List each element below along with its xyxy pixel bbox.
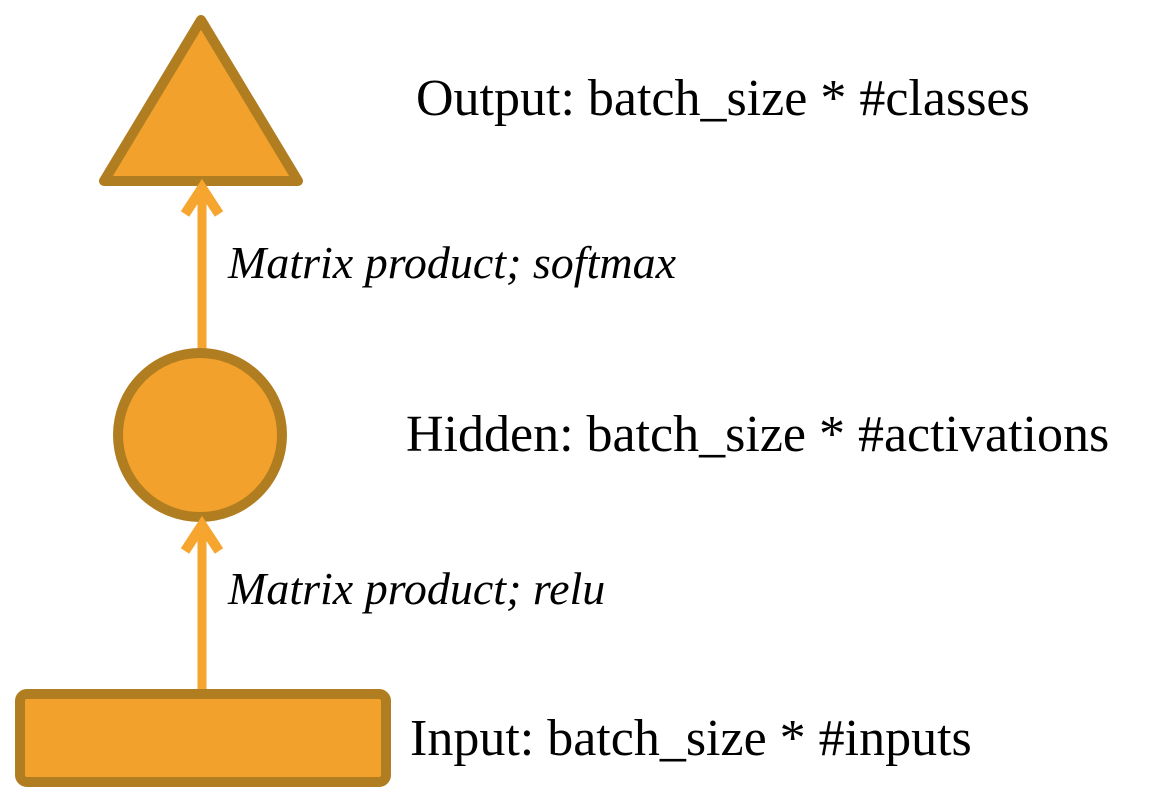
edge-label-relu: Matrix product; relu	[228, 563, 606, 614]
hidden-circle-shape	[113, 348, 287, 522]
arrow-up-input-to-hidden-icon	[180, 515, 224, 690]
arrow-up-hidden-to-output-icon	[180, 178, 224, 350]
input-node-label: Input: batch_size * #inputs	[410, 710, 972, 767]
output-triangle-shape	[99, 15, 303, 186]
input-rectangle-shape	[15, 689, 391, 787]
edge-label-softmax: Matrix product; softmax	[228, 237, 677, 288]
hidden-node-label: Hidden: batch_size * #activations	[406, 406, 1110, 463]
output-node-label: Output: batch_size * #classes	[416, 70, 1030, 127]
